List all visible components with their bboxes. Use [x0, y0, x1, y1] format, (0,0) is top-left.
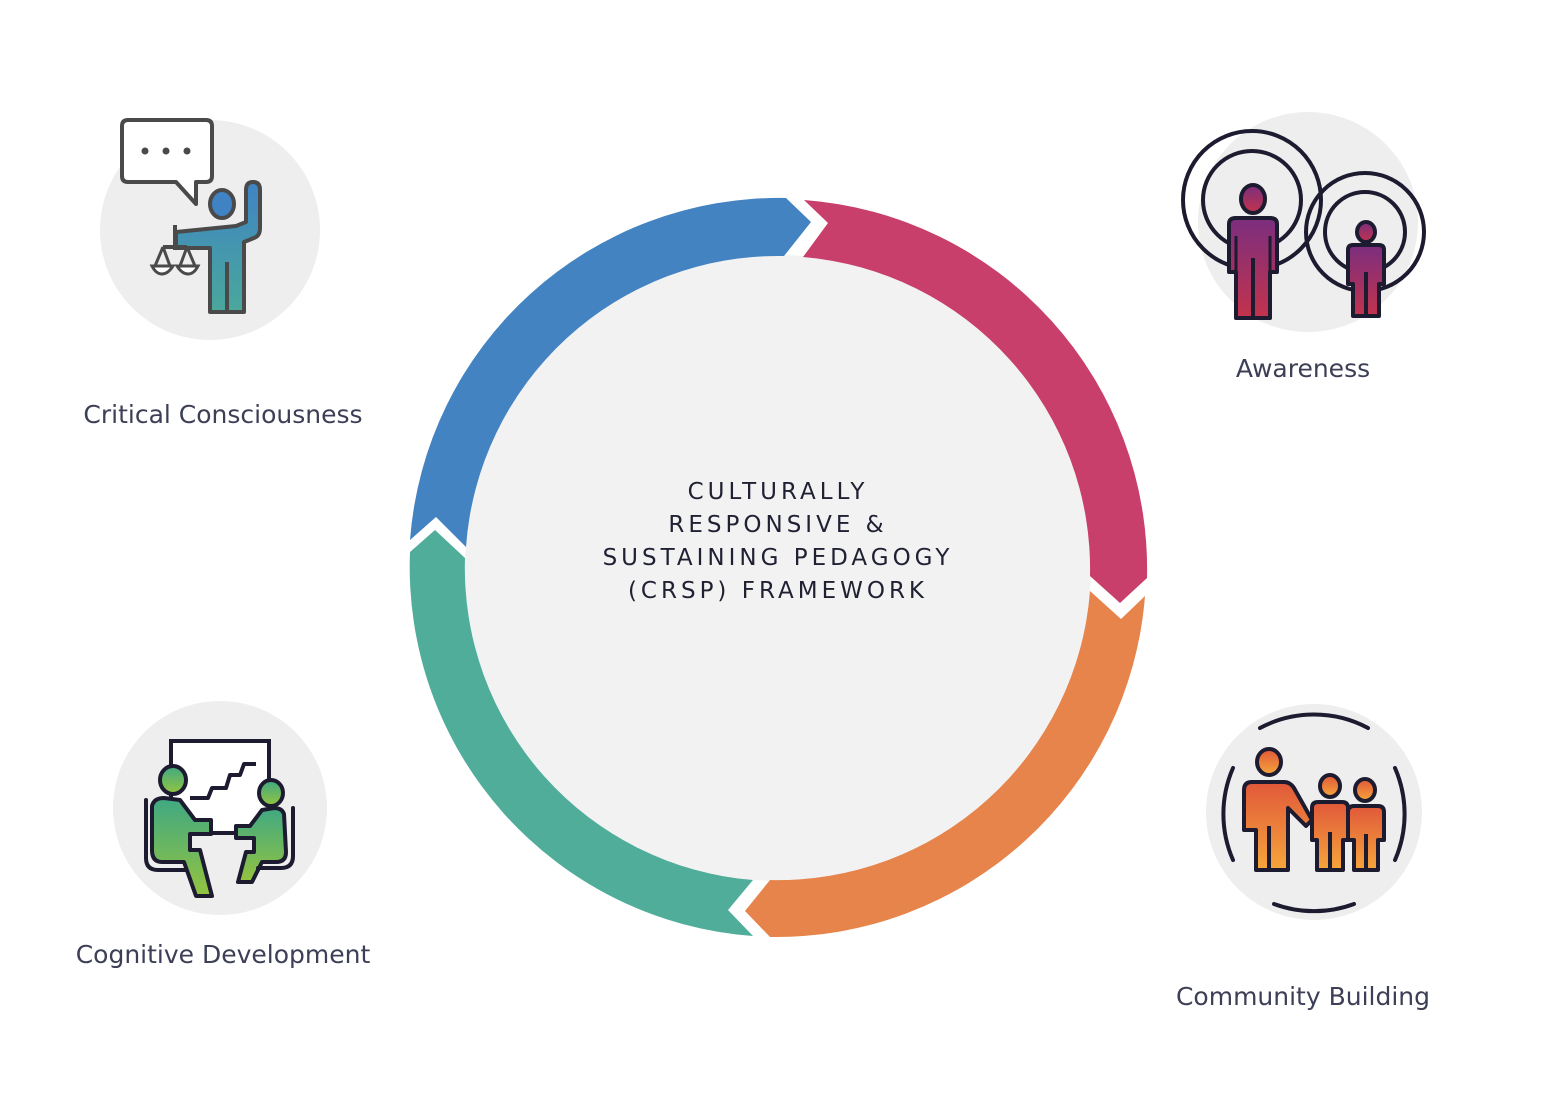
- people-radiating-circles-icon: [1181, 112, 1426, 332]
- label-community-building: Community Building: [1175, 982, 1431, 1011]
- teacher-justice-scale-icon: [100, 118, 320, 340]
- label-critical-consciousness: Critical Consciousness: [83, 400, 363, 429]
- center-title-line: (CRSP) FRAMEWORK: [627, 578, 929, 604]
- center-title-line: CULTURALLY: [687, 479, 869, 505]
- segment-critical-consciousness: [410, 197, 811, 547]
- center-title-line: RESPONSIVE &: [668, 512, 888, 538]
- family-group-icon: [1206, 704, 1422, 920]
- center-title-line: SUSTAINING PEDAGOGY: [602, 545, 954, 571]
- two-people-chart-icon: [113, 701, 327, 915]
- segment-community-building: [745, 591, 1145, 938]
- label-cognitive-development: Cognitive Development: [75, 940, 371, 969]
- segment-cognitive-development: [409, 530, 753, 936]
- center-inner-disk: [538, 328, 1018, 808]
- label-awareness: Awareness: [1235, 354, 1371, 383]
- segment-awareness: [803, 200, 1148, 603]
- center-title: CULTURALLY RESPONSIVE & SUSTAINING PEDAG…: [578, 476, 978, 608]
